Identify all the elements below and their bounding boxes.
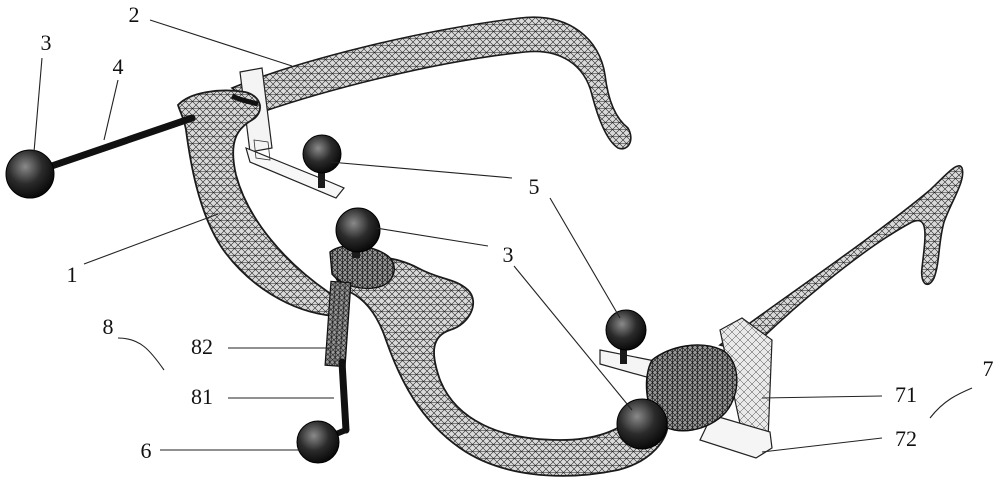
callout-6: 6: [141, 438, 152, 463]
callout-3-mid: 3: [503, 242, 514, 267]
leader-5-lower: [549, 197, 621, 319]
callout-3-left: 3: [41, 30, 52, 55]
left-rim-frame: [176, 89, 343, 317]
leader-4: [103, 79, 119, 141]
leader-1: [83, 213, 219, 265]
callout-5: 5: [529, 174, 540, 199]
leader-7-squiggle: [929, 387, 973, 419]
left-extension-rod: [36, 114, 196, 174]
callout-82: 82: [191, 334, 213, 359]
center-marker: [335, 207, 381, 258]
callout-2: 2: [129, 2, 140, 27]
callout-7: 7: [983, 356, 994, 381]
leader-71: [761, 395, 883, 399]
near-temple-arm: [718, 165, 964, 353]
callout-4: 4: [113, 54, 124, 79]
right-upper-marker: [605, 309, 647, 364]
leader-2: [149, 19, 293, 67]
leader-8-squiggle: [117, 337, 165, 371]
center-marker-ball: [335, 207, 381, 253]
right-lower-marker-ball: [616, 398, 668, 450]
callout-8: 8: [103, 314, 114, 339]
callout-labels: 3 4 2 1 5 3 8 82 81 6 7 71 72: [41, 2, 994, 463]
rod-outer-sleeve: [324, 280, 352, 368]
leader-3-right: [513, 265, 633, 411]
rod-inner: [338, 358, 350, 434]
leader-3-mid: [375, 227, 489, 247]
leader-3-left: [33, 57, 43, 153]
callout-72: 72: [895, 426, 917, 451]
leader-lines: [33, 19, 973, 453]
lower-marker-ball: [296, 420, 340, 464]
callout-71: 71: [895, 382, 917, 407]
far-temple-arm: [230, 16, 632, 150]
left-marker-ball: [5, 149, 55, 199]
leader-5-upper: [329, 161, 513, 179]
callout-1: 1: [67, 262, 78, 287]
upper-bracket-marker: [302, 134, 342, 188]
callout-81: 81: [191, 384, 213, 409]
leader-72: [761, 437, 883, 453]
telescopic-rod: [323, 280, 352, 441]
